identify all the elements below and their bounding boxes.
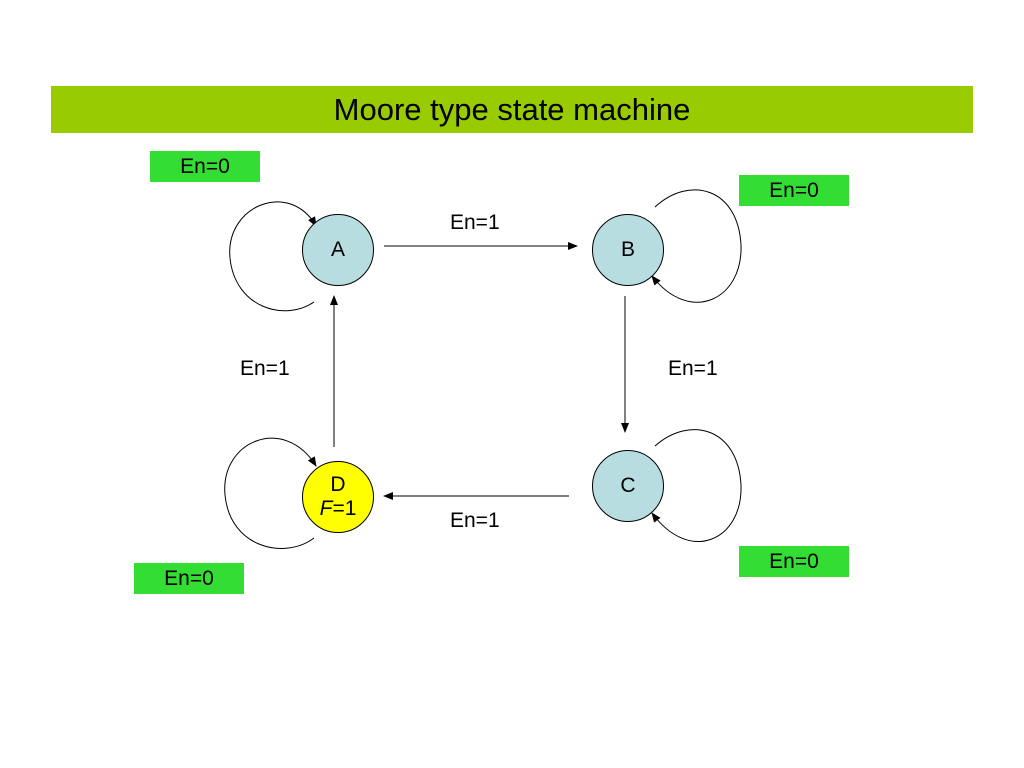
self-loop-a-arrow — [229, 201, 317, 312]
state-d-label: D — [330, 473, 346, 496]
state-d-output-var: F — [319, 497, 333, 520]
self-loop-c-text: En=0 — [769, 549, 819, 573]
state-c-node: C — [592, 450, 664, 522]
self-loop-d-label: En=0 — [134, 563, 244, 594]
self-loop-c-label: En=0 — [739, 546, 849, 577]
transition-a-to-b-label: En=1 — [450, 211, 500, 234]
transition-d-to-a-label: En=1 — [240, 357, 290, 380]
title-bar: Moore type state machine — [51, 86, 973, 133]
state-a-label: A — [330, 238, 345, 261]
state-b-node: B — [592, 214, 664, 286]
self-loop-d-text: En=0 — [164, 566, 214, 590]
self-loop-d-arrow — [224, 437, 317, 549]
state-b-label: B — [620, 238, 635, 261]
state-a-node: A — [302, 214, 374, 286]
state-d-output: F=1 — [320, 497, 357, 521]
transition-c-to-d-label: En=1 — [450, 509, 500, 532]
self-loop-b-arrow — [651, 189, 742, 303]
transition-b-to-c-label: En=1 — [668, 357, 718, 380]
state-d-node: D F=1 — [302, 461, 374, 533]
self-loop-b-label: En=0 — [739, 175, 849, 206]
page-title: Moore type state machine — [333, 91, 691, 127]
self-loop-a-label: En=0 — [150, 151, 260, 182]
state-c-label: C — [620, 474, 636, 497]
state-d-output-value: =1 — [332, 497, 357, 520]
self-loop-b-text: En=0 — [769, 178, 819, 202]
self-loop-a-text: En=0 — [180, 154, 230, 178]
self-loop-c-arrow — [651, 429, 742, 542]
